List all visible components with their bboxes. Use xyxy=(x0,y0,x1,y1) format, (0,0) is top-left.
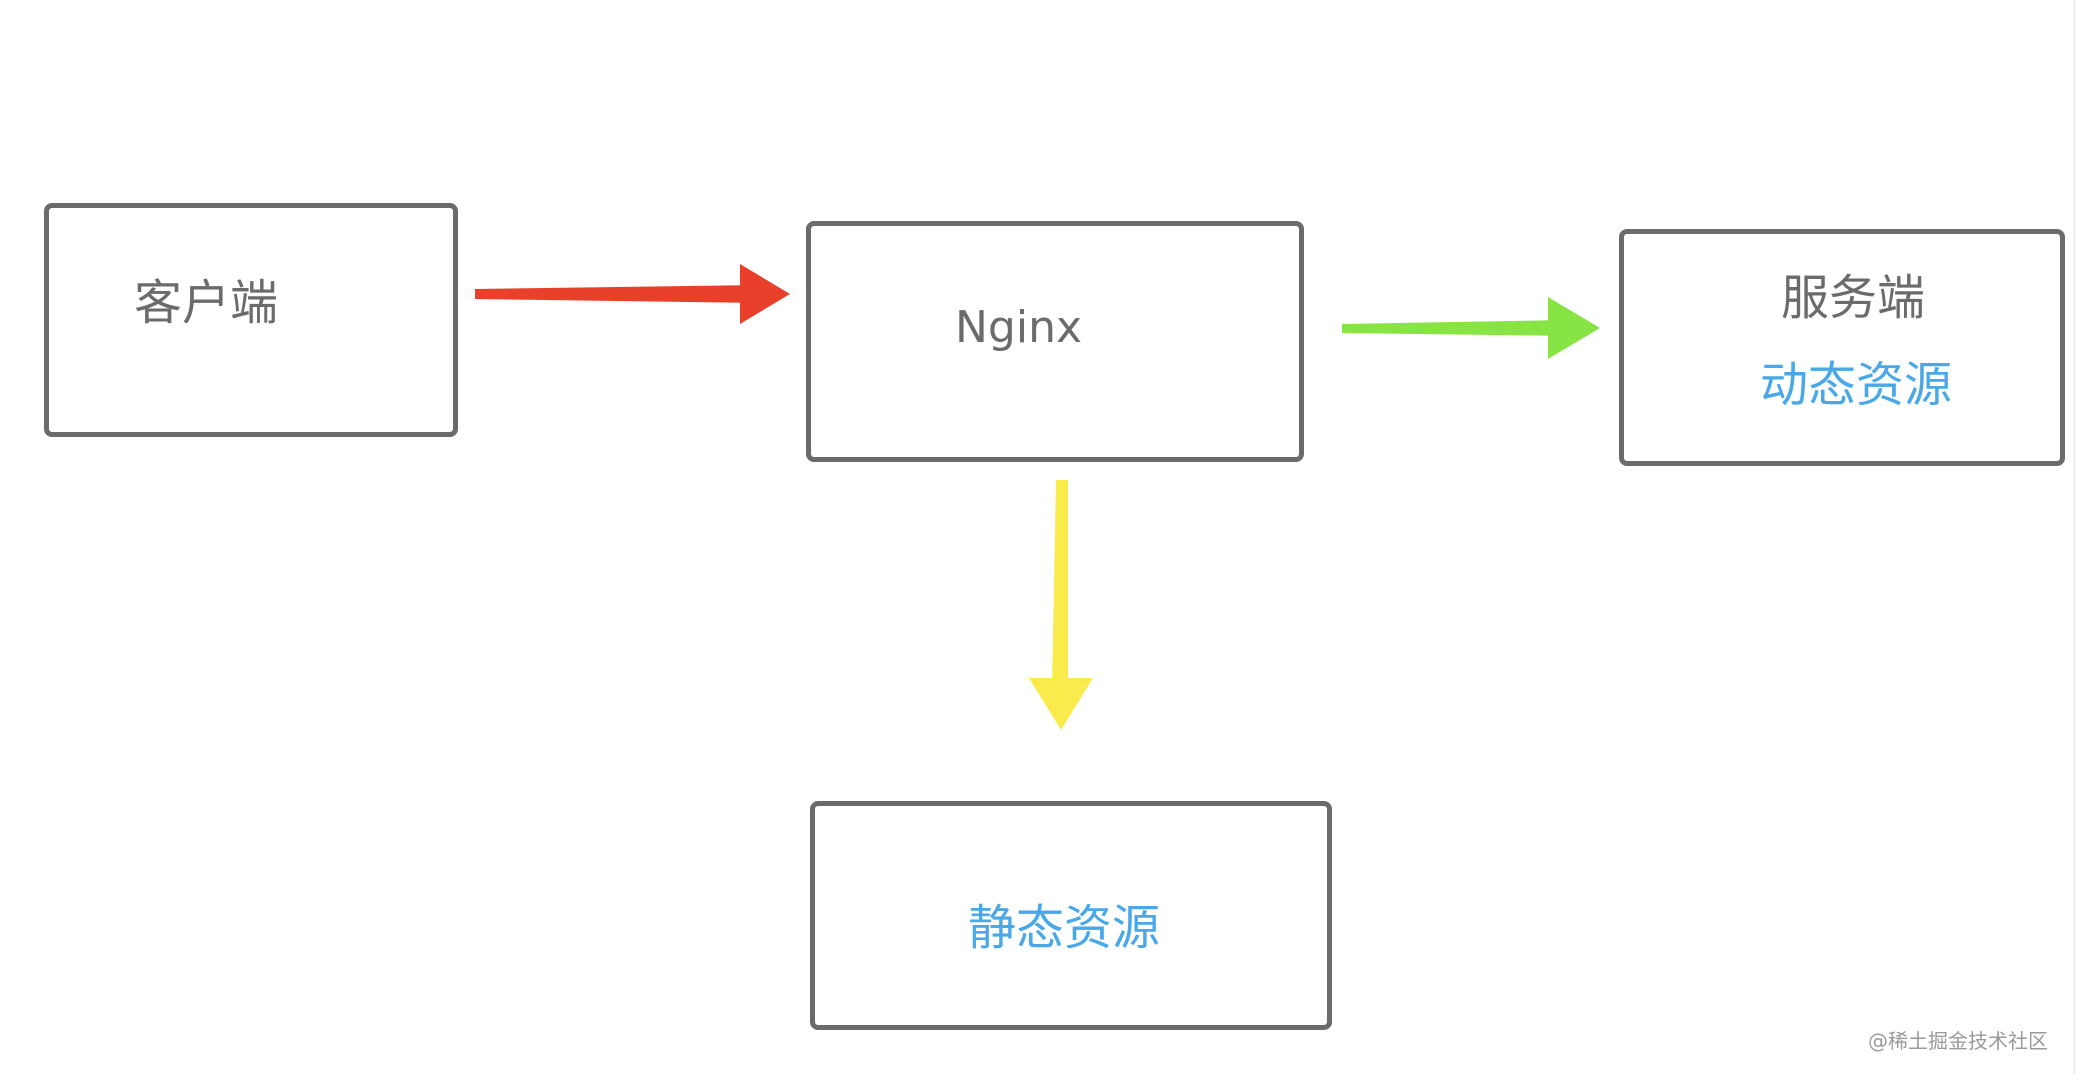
arrow-nginx-to-server-shaft xyxy=(1342,320,1570,336)
static-node xyxy=(810,801,1332,1030)
server-node xyxy=(1619,229,2065,466)
arrow-client-to-nginx-head xyxy=(740,264,790,324)
edge-client-to-nginx xyxy=(475,264,790,324)
arrow-nginx-to-static-head xyxy=(1029,678,1093,730)
client-node xyxy=(44,203,458,437)
arrow-client-to-nginx-shaft xyxy=(475,285,760,303)
arrow-nginx-to-server-head xyxy=(1548,297,1600,359)
client-label: 客户端 xyxy=(134,275,279,331)
right-edge-border xyxy=(2073,0,2076,1074)
watermark: @稀土掘金技术社区 xyxy=(1868,1029,2048,1053)
server-sublabel: 动态资源 xyxy=(1760,357,1953,413)
nginx-node xyxy=(806,221,1304,462)
server-label: 服务端 xyxy=(1781,270,1926,326)
static-label: 静态资源 xyxy=(968,900,1161,956)
arrow-nginx-to-static-shaft xyxy=(1052,480,1068,690)
edge-nginx-to-server xyxy=(1342,297,1600,359)
nginx-label: Nginx xyxy=(955,302,1082,353)
edge-nginx-to-static xyxy=(1029,480,1093,730)
